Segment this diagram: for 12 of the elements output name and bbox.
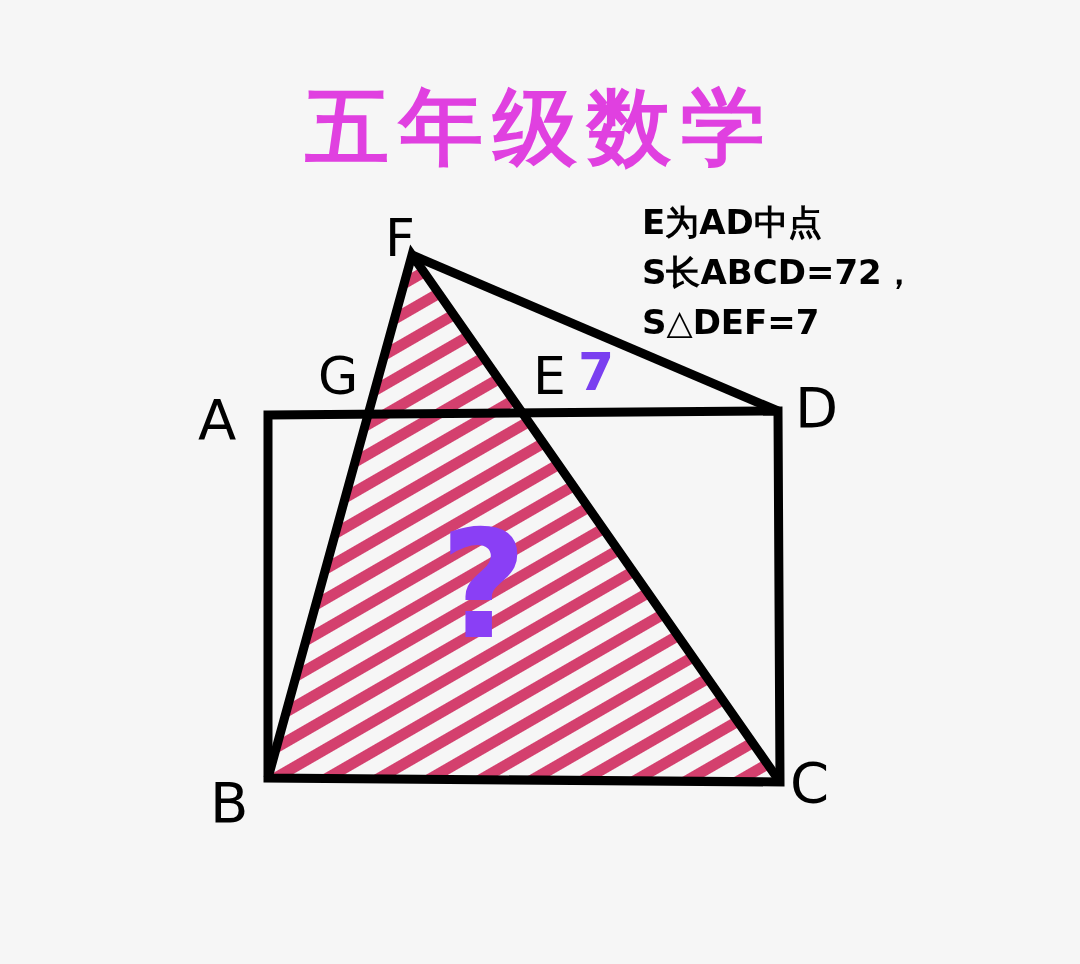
area-value: 7 xyxy=(578,346,615,398)
point-label: A xyxy=(198,392,237,448)
point-label: B xyxy=(210,775,249,831)
title-text: 五年级数学 xyxy=(304,85,776,169)
note-text: S△DEF=7 xyxy=(642,305,820,339)
point-label: G xyxy=(318,350,359,402)
point-label: D xyxy=(795,380,839,436)
point-label: E xyxy=(533,350,566,402)
note-text: S长ABCD=72， xyxy=(642,255,916,289)
point-label: C xyxy=(790,755,830,811)
note-text: E为AD中点 xyxy=(642,205,822,239)
point-label: F xyxy=(385,212,415,264)
